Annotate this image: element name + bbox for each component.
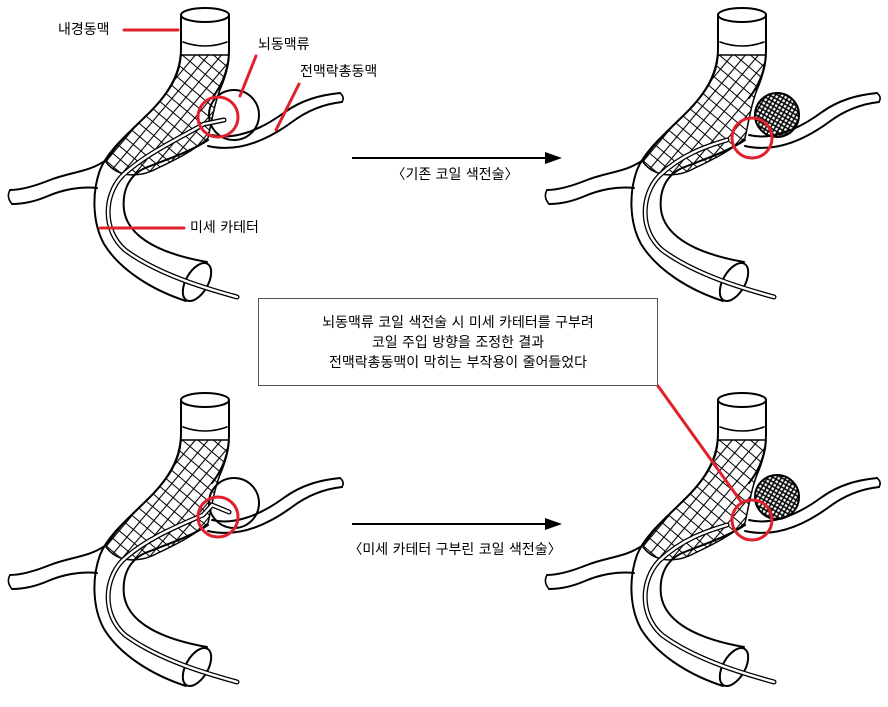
note-box [258,298,658,386]
stent-mesh [105,54,230,176]
coil-mass [754,92,800,138]
coil-mass [754,474,800,520]
highlight-circle [196,95,240,139]
highlight-circle-neck [730,116,774,160]
highlight-circle [196,495,240,539]
note-line: 코일 주입 방향을 조정한 결과 [371,335,545,351]
note-text: 뇌동맥류 코일 색전술 시 미세 카테터를 구부려 코일 주입 방향을 조정한 … [258,298,658,386]
panel-bent-catheter [7,392,345,692]
arrow-top [352,152,562,164]
highlight-circle-neck [730,498,774,542]
note-line: 전맥락총동맥이 막히는 부작용이 줄어들었다 [328,355,588,371]
microcatheter-withdrawn [642,522,777,685]
leader-anterior-choroidal [274,82,301,132]
label-microcatheter: 미세 카테터 [190,220,259,236]
panel-conventional-coiled [544,7,882,307]
label-aneurysm: 뇌동맥류 [258,37,310,53]
microcatheter-bent [105,502,240,685]
arrow-bottom [352,518,562,530]
caption-bent-catheter: 〈미세 카테터 구부린 코일 색전술〉 [348,542,562,558]
label-anterior-choroidal: 전맥락총동맥 [300,64,378,80]
panel-bent-coiled [544,392,882,692]
note-line: 뇌동맥류 코일 색전술 시 미세 카테터를 구부려 [322,315,594,331]
panel-conventional-catheter [7,7,345,307]
leader-note-to-result [656,384,744,505]
label-internal-carotid: 내경동맥 [58,22,110,38]
microcatheter-withdrawn [642,137,777,300]
microcatheter-straight [105,117,240,300]
leader-aneurysm [238,54,258,98]
caption-conventional: 〈기존 코일 색전술〉 [391,167,519,183]
